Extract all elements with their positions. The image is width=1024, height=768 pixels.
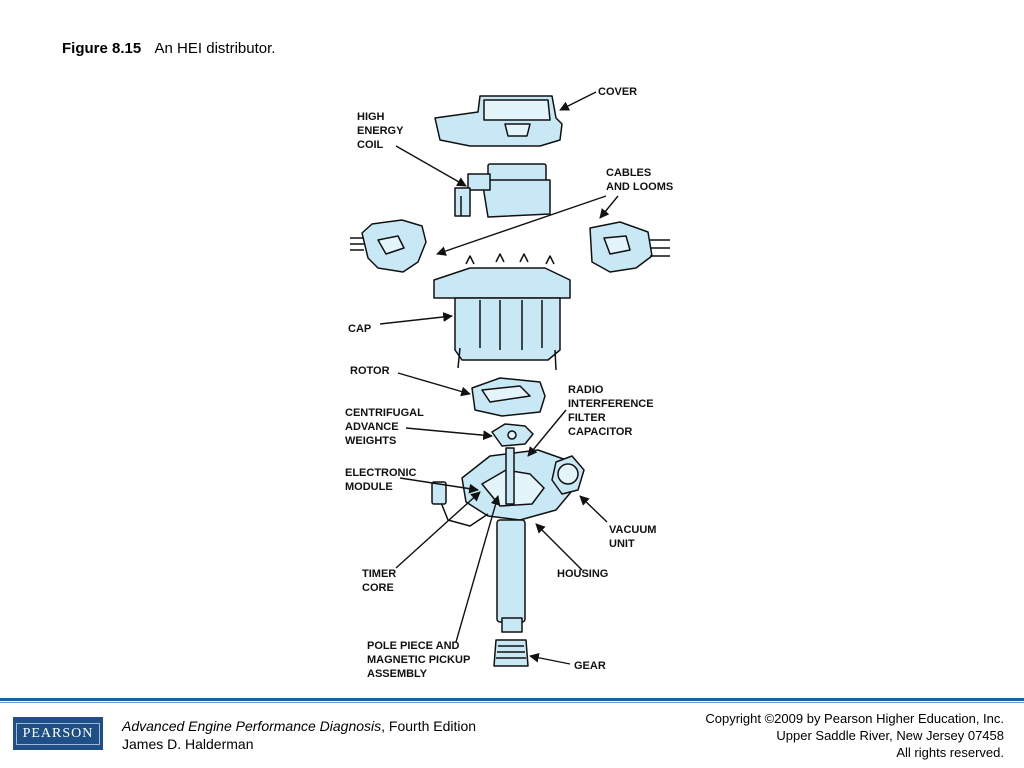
label-rotor: ROTOR	[350, 365, 390, 377]
label-cap: CAP	[348, 323, 371, 335]
label-coil-1: HIGH	[357, 111, 385, 123]
rotor-part	[471, 377, 546, 417]
coil-part	[454, 163, 551, 218]
footer-rule	[0, 698, 1024, 701]
copyright-line-3: All rights reserved.	[896, 745, 1004, 760]
book-info: Advanced Engine Performance Diagnosis, F…	[122, 717, 476, 753]
gear-part	[493, 639, 529, 667]
label-cent-1: CENTRIFUGAL	[345, 407, 424, 419]
label-radio-1: RADIO	[568, 384, 604, 396]
pearson-logo-text: PEARSON	[15, 722, 101, 745]
label-cables-2: AND LOOMS	[606, 181, 673, 193]
hei-distributor-diagram: COVER HIGH ENERGY COIL CABLES AND LOOMS …	[345, 86, 673, 680]
label-vacuum-2: UNIT	[609, 538, 635, 550]
figure-caption: Figure 8.15 An HEI distributor.	[62, 40, 275, 57]
label-radio-4: CAPACITOR	[568, 426, 632, 438]
vacuum-unit-part	[551, 455, 585, 495]
label-radio-3: FILTER	[568, 412, 606, 424]
advance-weights-part	[491, 423, 534, 447]
label-gear: GEAR	[574, 660, 606, 672]
pearson-logo: PEARSON	[13, 717, 103, 750]
label-cover: COVER	[598, 86, 637, 98]
book-edition: , Fourth Edition	[381, 718, 477, 734]
book-author: James D. Halderman	[122, 736, 254, 752]
label-pole-3: ASSEMBLY	[367, 668, 428, 680]
copyright-line-2: Upper Saddle River, New Jersey 07458	[776, 728, 1004, 743]
label-elec-2: MODULE	[345, 481, 393, 493]
label-cables-1: CABLES	[606, 167, 651, 179]
figure-label: Figure 8.15	[62, 40, 142, 57]
label-cent-3: WEIGHTS	[345, 435, 396, 447]
shaft-part	[496, 519, 526, 633]
book-title: Advanced Engine Performance Diagnosis	[122, 718, 382, 734]
label-timer-1: TIMER	[362, 568, 396, 580]
label-cent-2: ADVANCE	[345, 421, 399, 433]
label-elec-1: ELECTRONIC	[345, 467, 417, 479]
right-loom-part	[589, 221, 670, 273]
cover-part	[434, 95, 563, 147]
footer-rule-thin	[0, 702, 1024, 703]
label-pole-1: POLE PIECE AND	[367, 640, 460, 652]
figure-title: An HEI distributor.	[154, 40, 276, 57]
label-coil-3: COIL	[357, 139, 384, 151]
copyright-line-1: Copyright ©2009 by Pearson Higher Educat…	[705, 711, 1004, 726]
wire-lead-part	[431, 481, 489, 527]
leader-lines	[379, 91, 619, 665]
label-housing: HOUSING	[557, 568, 608, 580]
label-coil-2: ENERGY	[357, 125, 404, 137]
label-vacuum-1: VACUUM	[609, 524, 656, 536]
label-pole-2: MAGNETIC PICKUP	[367, 654, 470, 666]
copyright-notice: Copyright ©2009 by Pearson Higher Educat…	[705, 710, 1004, 761]
label-radio-2: INTERFERENCE	[568, 398, 654, 410]
cap-part	[433, 253, 571, 371]
label-timer-2: CORE	[362, 582, 394, 594]
left-loom-part	[350, 219, 427, 273]
